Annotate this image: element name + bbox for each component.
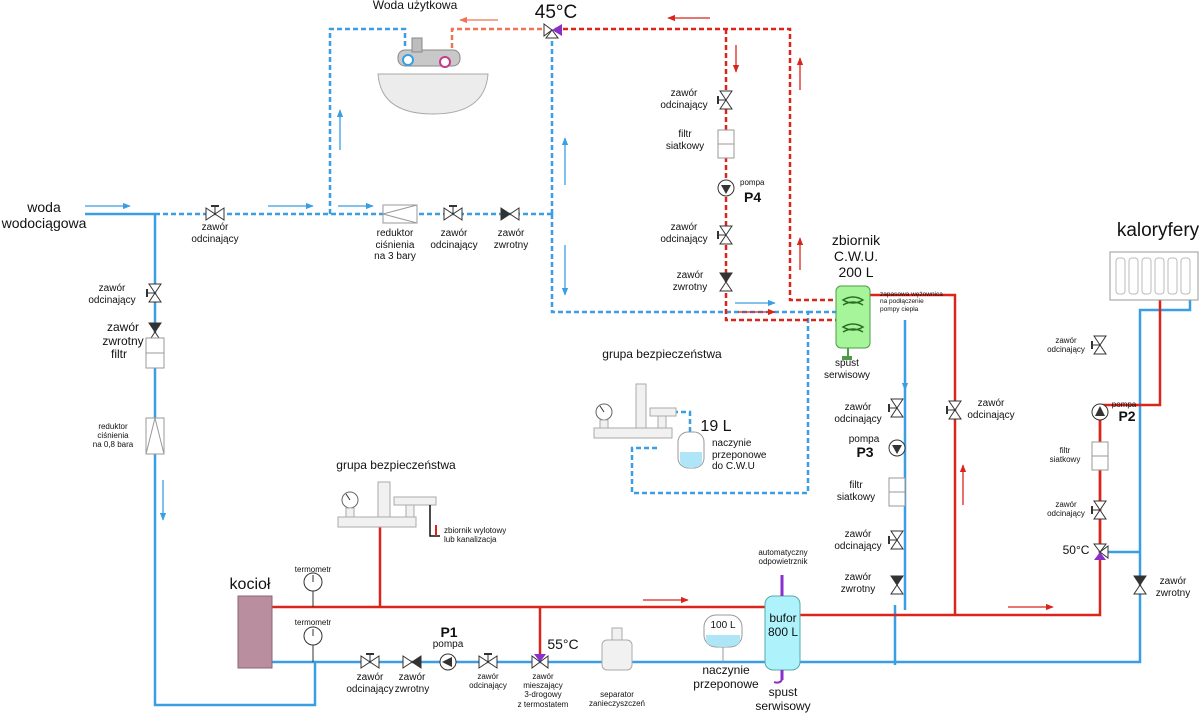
expansion-vessel-19 <box>677 431 705 469</box>
label-valve-p3-top: zawór odcinający <box>834 402 882 425</box>
hot-pipes-dashed <box>555 27 836 322</box>
label-p3: P3 <box>856 444 874 460</box>
label-reducer-08: reduktor ciśnienia na 0,8 bara <box>92 422 134 450</box>
shutoff-valve-v-p2-bottom[interactable] <box>1091 500 1107 520</box>
shutoff-valve-h-3[interactable] <box>360 653 380 669</box>
check-valve-p4[interactable] <box>719 272 733 292</box>
shutoff-valve-v-p3-bottom[interactable] <box>888 530 904 550</box>
label-vessel-100-desc: naczynie przeponowe <box>693 663 759 691</box>
mixing-valve-50[interactable] <box>1093 543 1109 560</box>
pressure-reducer-08bar[interactable] <box>145 417 165 455</box>
mixing-valve-45[interactable] <box>543 23 562 39</box>
check-valve-bottom-h[interactable] <box>402 655 422 669</box>
expansion-vessel-100 <box>703 614 743 662</box>
safety-group-boiler <box>337 481 440 537</box>
label-boiler: kocioł <box>229 576 271 593</box>
label-p1: P1 <box>440 624 458 640</box>
label-check-left: zawór zwrotny <box>102 320 144 348</box>
label-check-p3: zawór zwrotny <box>840 572 876 595</box>
safety-group-dhw <box>593 383 677 439</box>
label-thermometer-bottom: termometr <box>294 618 332 627</box>
label-drain-buffer: spust serwisowy <box>755 685 811 713</box>
label-filter-left: filtr <box>111 347 127 361</box>
label-coil: zapasowa wężownica na podłączenie pompy … <box>880 291 943 313</box>
shutoff-valve-h-main[interactable] <box>205 205 225 221</box>
label-filter-p2: filtr siatkowy <box>1049 446 1081 465</box>
thermometer-bottom <box>303 626 323 662</box>
pump-p1[interactable] <box>439 653 457 671</box>
mixing-valve-55[interactable] <box>531 654 549 669</box>
label-woda-wodociagowa: woda wodociągowa <box>1 199 87 232</box>
shutoff-valve-v-p4-top[interactable] <box>717 90 733 110</box>
label-valve-p4-bottom: zawór odcinający <box>660 222 708 245</box>
label-check-radiator: zawór zwrotny <box>1155 576 1191 599</box>
shutoff-valve-h-2[interactable] <box>443 205 463 221</box>
shutoff-valve-h-4[interactable] <box>478 653 498 669</box>
label-dhw-tank: zbiornik C.W.U. 200 L <box>831 232 881 281</box>
label-temp-45: 45°C <box>534 2 578 23</box>
check-valve-main-h[interactable] <box>500 207 520 221</box>
shutoff-valve-v-p3-top[interactable] <box>888 398 904 418</box>
label-check-main: zawór zwrotny <box>493 228 529 251</box>
check-valve-p3[interactable] <box>890 575 904 595</box>
label-drain-dhw: spust serwisowy <box>823 358 871 381</box>
label-filter-p3: filtr siatkowy <box>836 480 876 503</box>
label-pump-p3: pompa <box>848 434 880 445</box>
label-temp-55: 55°C <box>547 636 579 652</box>
flow-arrows <box>85 14 1054 611</box>
label-valve-return: zawór odcinający <box>967 398 1015 421</box>
cold-pipes-dashed <box>155 27 836 495</box>
shutoff-valve-v-return[interactable] <box>946 400 962 420</box>
shutoff-valve-v-left[interactable] <box>146 283 162 303</box>
check-valve-radiator-return[interactable] <box>1133 575 1147 595</box>
label-p2: P2 <box>1118 408 1136 424</box>
shutoff-valve-v-p2-top[interactable] <box>1091 335 1107 355</box>
label-pump-p2: pompa <box>1111 400 1137 409</box>
label-pump-p1: pompa <box>432 639 464 650</box>
label-thermometer-top: termometr <box>294 565 332 574</box>
label-vessel-19-desc: naczynie przeponowe do C.W.U <box>712 438 767 472</box>
label-valve-p4-top: zawór odcinający <box>660 88 708 111</box>
label-safety-group-dhw: grupa bezpieczeństwa <box>602 347 722 361</box>
label-valve-p3-bottom: zawór odcinający <box>834 529 882 552</box>
label-safety-group-boiler: grupa bezpieczeństwa <box>336 458 456 472</box>
label-filter-p4: filtr siatkowy <box>665 129 705 152</box>
label-valve-bottom-2: zawór odcinający <box>469 672 507 691</box>
label-pump-p4: pompa <box>740 178 765 187</box>
label-valve-2: zawór odcinający <box>430 228 478 251</box>
label-drain-tank: zbiornik wylotowy lub kanalizacja <box>444 526 507 545</box>
label-vessel-19: 19 L <box>700 418 732 435</box>
label-radiators: kaloryfery <box>1116 220 1200 241</box>
label-check-bottom: zawór zwrotny <box>394 672 430 695</box>
boiler <box>237 595 273 669</box>
label-woda-uzytkowa: Woda użytkowa <box>372 0 458 12</box>
label-valve-bottom-1: zawór odcinający <box>346 672 394 695</box>
dhw-tank <box>835 285 871 360</box>
pressure-reducer-3bar[interactable] <box>382 204 418 224</box>
sink <box>377 37 489 115</box>
label-valve-main: zawór odcinający <box>191 222 239 245</box>
label-valve-p2-top: zawór odcinający <box>1047 336 1085 355</box>
warm-pipe <box>450 27 548 48</box>
label-vessel-100: 100 L <box>710 620 736 631</box>
shutoff-valve-v-p4-bottom[interactable] <box>717 225 733 245</box>
label-p4: P4 <box>744 189 762 205</box>
label-valve-p2-bottom: zawór odcinający <box>1047 500 1085 519</box>
label-check-p4: zawór zwrotny <box>672 270 708 293</box>
label-valve-left: zawór odcinający <box>88 283 136 306</box>
label-air-vent: automatyczny odpowietrznik <box>758 548 808 567</box>
radiator <box>1109 251 1199 301</box>
buffer-tank <box>764 575 801 684</box>
dirt-separator[interactable] <box>601 627 633 671</box>
thermometer-top <box>303 572 323 607</box>
pump-p3[interactable] <box>888 439 906 457</box>
label-mixing-valve: zawór mieszający 3-drogowy z termostatem <box>517 672 569 709</box>
pump-p4[interactable] <box>717 179 735 197</box>
label-temp-50: 50°C <box>1062 543 1090 557</box>
pump-p2[interactable] <box>1091 403 1109 421</box>
label-reducer-3bar: reduktor ciśnienia na 3 bary <box>374 228 416 262</box>
label-separator: separator zanieczyszczeń <box>588 690 646 709</box>
label-buffer: bufor 800 L <box>767 611 799 639</box>
